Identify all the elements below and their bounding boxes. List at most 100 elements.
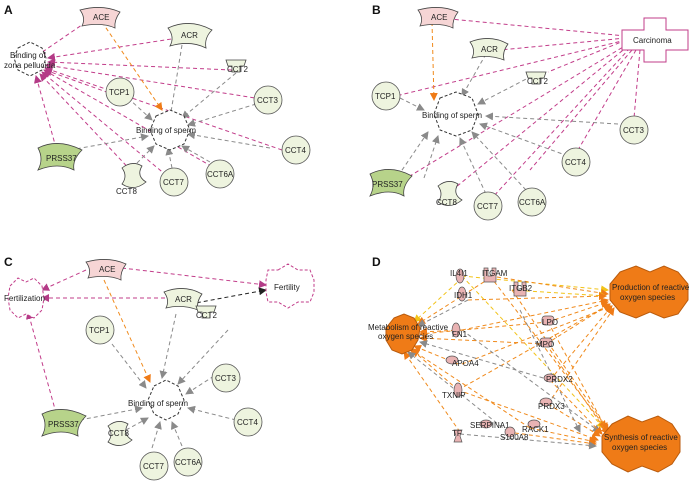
svg-text:TCP1: TCP1: [375, 92, 396, 101]
svg-text:TXNIP: TXNIP: [442, 391, 466, 400]
svg-text:Binding of sperm: Binding of sperm: [422, 111, 482, 120]
svg-text:ACE: ACE: [93, 13, 109, 22]
node-prss37[interactable]: PRSS37: [369, 169, 413, 197]
node-rack1[interactable]: RACK1: [522, 419, 549, 434]
node-tcp1[interactable]: TCP1: [85, 315, 115, 345]
svg-text:oxygen species: oxygen species: [378, 332, 433, 341]
panel-b-letter: B: [372, 3, 381, 17]
panel-c-edges: [26, 267, 267, 449]
node-fn1[interactable]: FN1: [451, 322, 468, 339]
node-metabolism-ros[interactable]: Metabolism of reactive oxygen species: [368, 313, 449, 355]
node-cct7[interactable]: CCT7: [159, 167, 189, 197]
svg-text:ACE: ACE: [431, 13, 447, 22]
svg-text:CCT2: CCT2: [227, 65, 248, 74]
svg-text:CCT2: CCT2: [196, 311, 217, 320]
node-cct7[interactable]: CCT7: [139, 451, 169, 481]
svg-text:CCT6A: CCT6A: [175, 458, 202, 467]
node-cct4[interactable]: CCT4: [233, 407, 263, 437]
svg-text:CCT2: CCT2: [527, 77, 548, 86]
node-cct8[interactable]: CCT8: [107, 421, 133, 446]
node-binding-sperm[interactable]: Binding of sperm: [422, 91, 482, 137]
node-tcp1[interactable]: TCP1: [371, 81, 401, 111]
node-acr[interactable]: ACR: [469, 38, 509, 61]
node-cct4[interactable]: CCT4: [281, 135, 311, 165]
svg-text:Carcinoma: Carcinoma: [633, 36, 672, 45]
node-itgb2[interactable]: ITGB2: [509, 281, 533, 297]
svg-text:ITGAM: ITGAM: [482, 269, 508, 278]
svg-text:APOA4: APOA4: [452, 359, 479, 368]
node-fertilization[interactable]: Fertilization: [4, 277, 45, 319]
node-cct3[interactable]: CCT3: [253, 85, 283, 115]
node-cct6a[interactable]: CCT6A: [173, 447, 203, 477]
svg-text:Synthesis of reactive: Synthesis of reactive: [604, 433, 678, 442]
node-binding-sperm[interactable]: Binding of sperm: [128, 379, 188, 421]
panel-a: A ACE: [4, 3, 311, 197]
svg-text:IL4I1: IL4I1: [450, 269, 468, 278]
node-cct2[interactable]: CCT2: [195, 305, 217, 320]
node-cct4[interactable]: CCT4: [561, 147, 591, 177]
svg-text:CCT3: CCT3: [623, 126, 644, 135]
node-prdx2[interactable]: PRDX2: [543, 373, 573, 384]
node-cct3[interactable]: CCT3: [211, 363, 241, 393]
node-binding-sperm[interactable]: Binding of sperm: [136, 109, 196, 151]
svg-text:Binding of sperm: Binding of sperm: [136, 126, 196, 135]
node-cct7[interactable]: CCT7: [473, 191, 503, 221]
node-fertility[interactable]: Fertility: [265, 263, 315, 309]
svg-text:Binding of: Binding of: [10, 51, 46, 60]
node-s100a8[interactable]: S100A8: [500, 426, 529, 442]
svg-text:CCT6A: CCT6A: [519, 198, 546, 207]
node-cct3[interactable]: CCT3: [619, 115, 649, 145]
svg-text:CCT3: CCT3: [257, 96, 278, 105]
svg-text:TCP1: TCP1: [89, 326, 110, 335]
node-tf[interactable]: TF: [452, 429, 463, 443]
node-cct8[interactable]: CCT8: [116, 163, 147, 196]
svg-text:PRSS37: PRSS37: [372, 180, 403, 189]
svg-text:CCT3: CCT3: [215, 374, 236, 383]
node-prss37[interactable]: PRSS37: [41, 409, 87, 437]
node-lpo[interactable]: LPO: [541, 315, 558, 327]
svg-text:ACR: ACR: [181, 31, 198, 40]
node-cct6a[interactable]: CCT6A: [517, 187, 547, 217]
svg-text:PRSS37: PRSS37: [46, 154, 77, 163]
svg-text:Production of reactive: Production of reactive: [612, 283, 690, 292]
node-il4i1[interactable]: IL4I1: [450, 268, 468, 284]
svg-text:Metabolism of reactive: Metabolism of reactive: [368, 323, 449, 332]
node-ace[interactable]: ACE: [79, 7, 121, 29]
svg-text:TCP1: TCP1: [109, 88, 130, 97]
node-acr[interactable]: ACR: [167, 23, 213, 49]
node-cct6a[interactable]: CCT6A: [205, 159, 235, 189]
node-cct2[interactable]: CCT2: [225, 59, 248, 74]
svg-text:CCT4: CCT4: [285, 146, 306, 155]
svg-text:Fertility: Fertility: [274, 283, 300, 292]
svg-text:S100A8: S100A8: [500, 433, 529, 442]
node-ace[interactable]: ACE: [417, 7, 459, 29]
node-mpo[interactable]: MPO: [536, 337, 554, 349]
node-serpina1[interactable]: SERPINA1: [470, 419, 510, 430]
svg-text:PRSS37: PRSS37: [48, 420, 79, 429]
node-txnip[interactable]: TXNIP: [442, 382, 466, 400]
panel-c-letter: C: [4, 255, 13, 269]
node-itgam[interactable]: ITGAM: [482, 267, 508, 283]
panel-d-letter: D: [372, 255, 381, 269]
node-prdx3[interactable]: PRDX3: [538, 397, 565, 411]
node-production-ros[interactable]: Production of reactive oxygen species: [609, 265, 690, 319]
svg-text:CCT7: CCT7: [163, 178, 184, 187]
panel-a-letter: A: [4, 3, 13, 17]
svg-text:PRDX2: PRDX2: [546, 375, 573, 384]
svg-text:CCT6A: CCT6A: [207, 170, 234, 179]
node-tcp1[interactable]: TCP1: [105, 77, 135, 107]
node-apoa4[interactable]: APOA4: [445, 355, 479, 368]
node-carcinoma[interactable]: Carcinoma: [621, 17, 689, 63]
node-binding-zona[interactable]: Binding of zona pellucida: [4, 41, 56, 77]
panel-a-edges: [34, 17, 283, 181]
node-idh1[interactable]: IDH1: [454, 286, 473, 302]
node-cct2[interactable]: CCT2: [525, 71, 548, 86]
node-ace[interactable]: ACE: [85, 259, 127, 281]
svg-text:PRDX3: PRDX3: [538, 402, 565, 411]
svg-text:MPO: MPO: [536, 340, 554, 349]
node-cct8[interactable]: CCT8: [436, 181, 463, 207]
node-synthesis-ros[interactable]: Synthesis of reactive oxygen species: [601, 415, 681, 473]
node-prss37[interactable]: PRSS37: [37, 143, 83, 171]
